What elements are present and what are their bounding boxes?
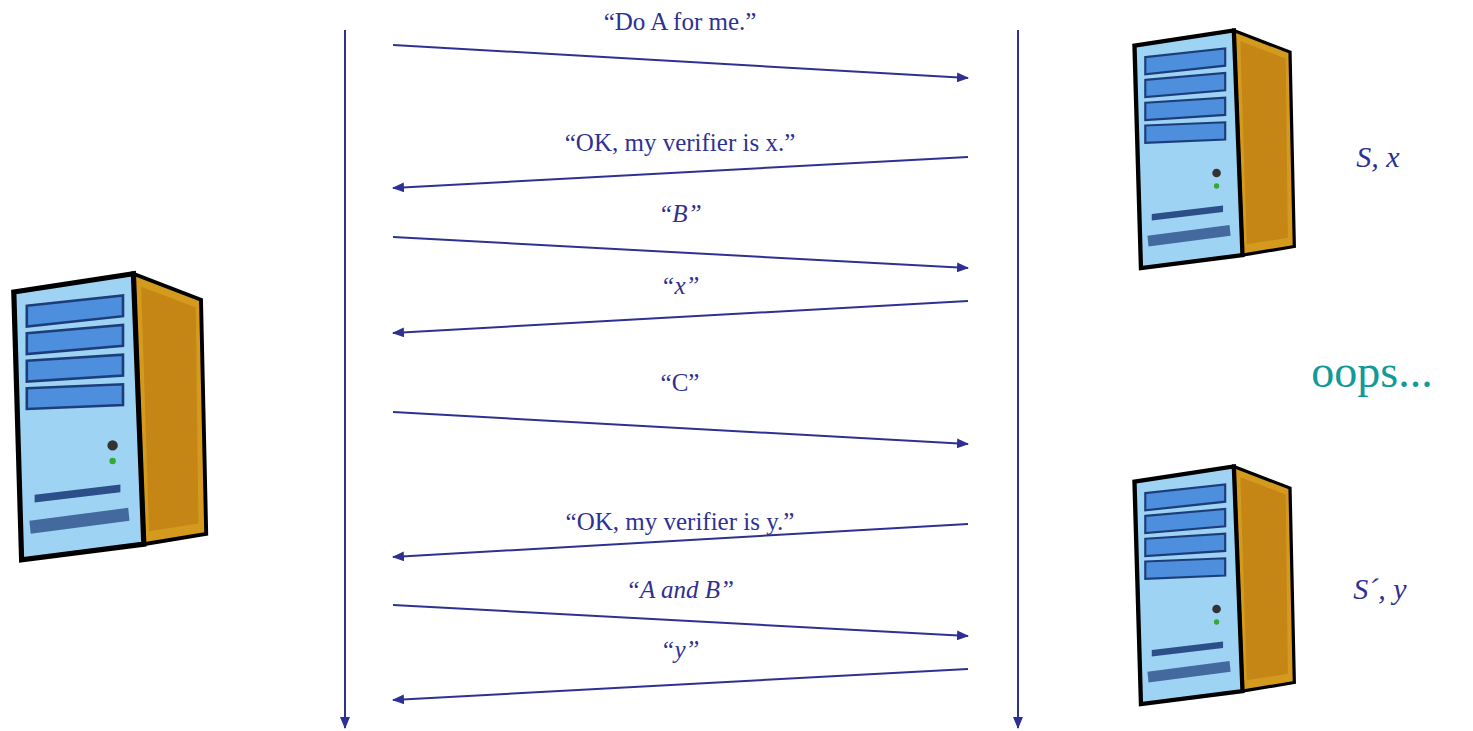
server-label: S´, y bbox=[1353, 572, 1406, 605]
power-led bbox=[109, 458, 116, 465]
message-text: “B” bbox=[658, 200, 701, 228]
message-arrow bbox=[393, 301, 968, 333]
server-shade bbox=[1240, 477, 1288, 680]
server-shade bbox=[1240, 41, 1288, 244]
message-arrow bbox=[393, 412, 968, 444]
lifeline bbox=[1017, 30, 1019, 728]
note-text: oops... bbox=[1311, 347, 1432, 398]
disk-slot bbox=[1152, 205, 1223, 220]
power-button bbox=[107, 440, 117, 450]
message-text: “C” bbox=[661, 369, 700, 397]
drive-bay bbox=[1145, 534, 1225, 556]
server-front bbox=[14, 274, 144, 560]
message-arrow bbox=[393, 605, 968, 636]
power-led bbox=[1214, 619, 1219, 624]
message-text: “A and B” bbox=[626, 576, 734, 604]
server-icon bbox=[14, 274, 206, 560]
power-button bbox=[1212, 605, 1221, 614]
power-led bbox=[1214, 183, 1219, 188]
server-shade bbox=[141, 287, 198, 531]
base-slot bbox=[1147, 661, 1230, 683]
message-arrow bbox=[393, 157, 968, 188]
drive-bay bbox=[1145, 122, 1225, 143]
drive-bay bbox=[1145, 98, 1225, 120]
server-front bbox=[1134, 30, 1242, 268]
message-text: “y” bbox=[661, 636, 700, 664]
power-button bbox=[1212, 169, 1221, 178]
message-arrow bbox=[393, 669, 968, 700]
message-text: “OK, my verifier is x.” bbox=[565, 129, 795, 157]
disk-slot bbox=[1152, 641, 1223, 656]
drive-bay bbox=[1145, 509, 1225, 533]
message-text: “x” bbox=[661, 272, 700, 300]
server-icon bbox=[1134, 466, 1294, 704]
server-label: S, x bbox=[1356, 140, 1399, 173]
lifeline bbox=[344, 30, 346, 728]
message-text: “Do A for me.” bbox=[604, 8, 757, 36]
drive-bay bbox=[27, 384, 123, 409]
base-slot bbox=[1147, 225, 1230, 247]
drive-bay bbox=[1145, 558, 1225, 579]
message-arrow bbox=[393, 237, 968, 268]
message-text: “OK, my verifier is y.” bbox=[566, 508, 795, 536]
drive-bay bbox=[27, 295, 123, 326]
server-icon bbox=[1134, 30, 1294, 268]
server-front bbox=[1134, 466, 1242, 704]
disk-slot bbox=[35, 484, 121, 502]
base-slot bbox=[29, 508, 129, 534]
drive-bay bbox=[1145, 484, 1225, 510]
message-arrow bbox=[393, 45, 968, 78]
drive-bay bbox=[1145, 73, 1225, 97]
drive-bay bbox=[27, 355, 123, 382]
drive-bay bbox=[27, 325, 123, 354]
drive-bay bbox=[1145, 48, 1225, 74]
